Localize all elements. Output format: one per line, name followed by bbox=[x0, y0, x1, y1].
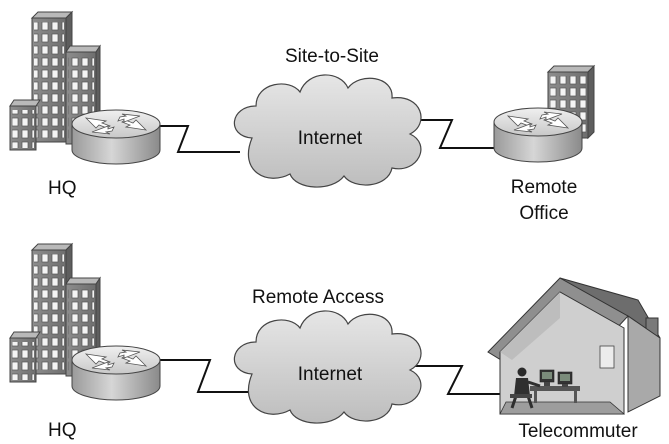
computer-icon bbox=[530, 369, 580, 403]
serial-link-icon bbox=[160, 359, 250, 393]
cloud-label: Internet bbox=[298, 364, 363, 385]
router-icon bbox=[71, 345, 161, 401]
remote-office-label-line2: Office bbox=[519, 203, 568, 224]
remote-access-section: Remote Access Internet bbox=[9, 243, 661, 442]
serial-link-icon bbox=[420, 119, 494, 149]
remote-access-title: Remote Access bbox=[252, 287, 384, 308]
telecommuter-label: Telecommuter bbox=[518, 421, 638, 442]
router-icon bbox=[493, 107, 583, 163]
remote-office-label-line1: Remote bbox=[511, 177, 578, 198]
cloud-label: Internet bbox=[298, 128, 363, 149]
serial-link-icon bbox=[408, 365, 500, 395]
site-to-site-title: Site-to-Site bbox=[285, 46, 379, 67]
person-icon bbox=[510, 367, 541, 409]
router-icon bbox=[71, 109, 161, 165]
serial-link-icon bbox=[160, 125, 240, 153]
site-to-site-section: Site-to-Site Internet HQ Remote bbox=[9, 11, 596, 224]
hq-label: HQ bbox=[48, 178, 77, 199]
hq-label: HQ bbox=[48, 420, 77, 441]
